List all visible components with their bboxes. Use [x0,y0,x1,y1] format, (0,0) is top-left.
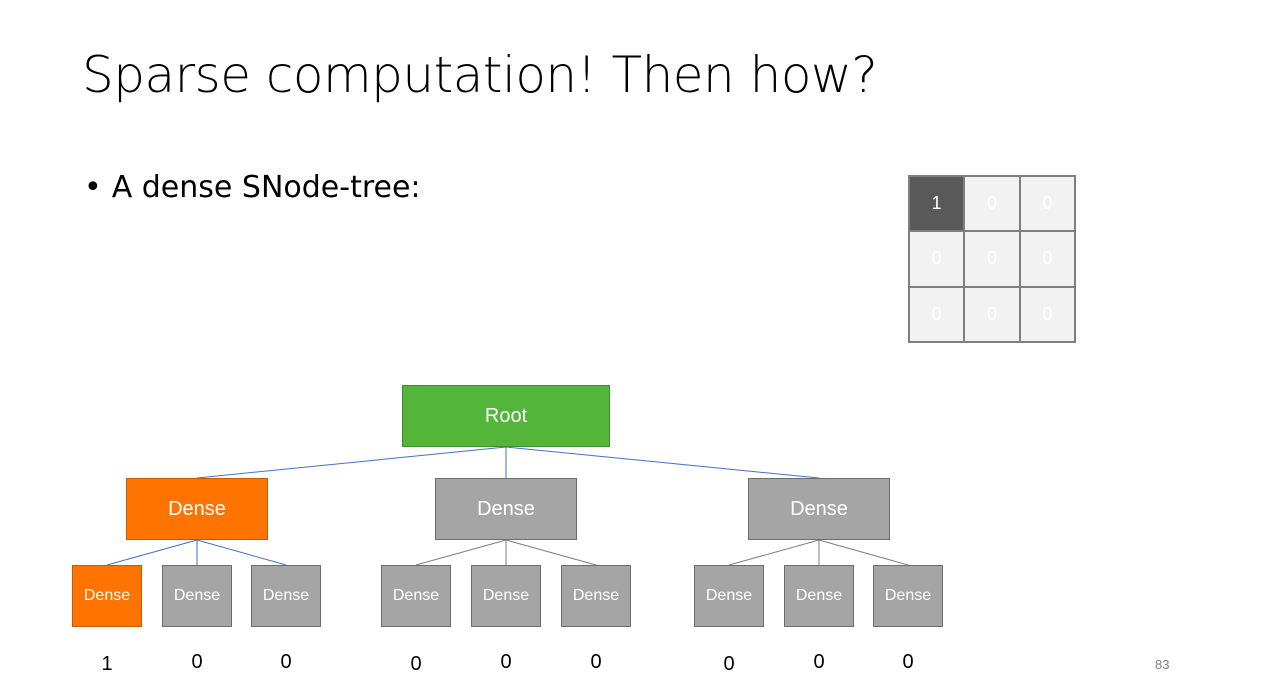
dense-node-leaf: Dense [784,565,854,627]
edge-root-mid-2 [505,446,820,479]
edge-mid2-leaf8 [818,539,909,566]
root-node: Root [402,385,610,447]
leaf-value: 0 [191,651,203,673]
leaf-value: 0 [723,653,735,675]
leaf-value: 1 [101,653,113,675]
grid-cell: 0 [964,231,1020,287]
leaf-value: 0 [813,651,825,673]
leaf-value: 0 [500,651,512,673]
leaf-value: 0 [902,651,914,673]
bullet-item: • A dense SNode-tree: [84,170,421,205]
leaf-value: 0 [590,651,602,673]
dense-node-leaf: Dense [162,565,232,627]
dense-node-leaf: Dense [72,565,142,627]
edge-mid1-leaf5 [505,539,597,566]
dense-node-leaf: Dense [381,565,451,627]
edge-mid2-leaf6 [728,539,820,566]
edge-root-mid-0 [196,446,507,479]
sparse-grid: 1 0 0 0 0 0 0 0 0 [908,175,1076,343]
dense-node-leaf: Dense [471,565,541,627]
dense-node-leaf: Dense [694,565,764,627]
grid-cell: 0 [1019,231,1075,287]
grid-cell: 1 [909,176,965,232]
grid-cell: 0 [964,286,1020,342]
dense-node-level1: Dense [748,478,890,540]
page-number: 83 [1155,657,1170,672]
edge-mid0-leaf2 [196,539,287,566]
slide-title: Sparse computation! Then how? [82,46,878,104]
leaf-value: 0 [280,651,292,673]
edge-mid1-leaf3 [415,539,507,566]
bullet-marker: • [84,170,102,205]
bullet-text: A dense SNode-tree: [111,170,421,205]
edge-mid0-leaf0 [106,539,198,566]
grid-cell: 0 [1019,176,1075,232]
dense-node-leaf: Dense [561,565,631,627]
grid-cell: 0 [1019,286,1075,342]
leaf-value: 0 [410,653,422,675]
grid-cell: 0 [909,231,965,287]
grid-cell: 0 [909,286,965,342]
dense-node-level1: Dense [435,478,577,540]
grid-cell: 0 [964,176,1020,232]
dense-node-leaf: Dense [251,565,321,627]
dense-node-leaf: Dense [873,565,943,627]
dense-node-level1: Dense [126,478,268,540]
